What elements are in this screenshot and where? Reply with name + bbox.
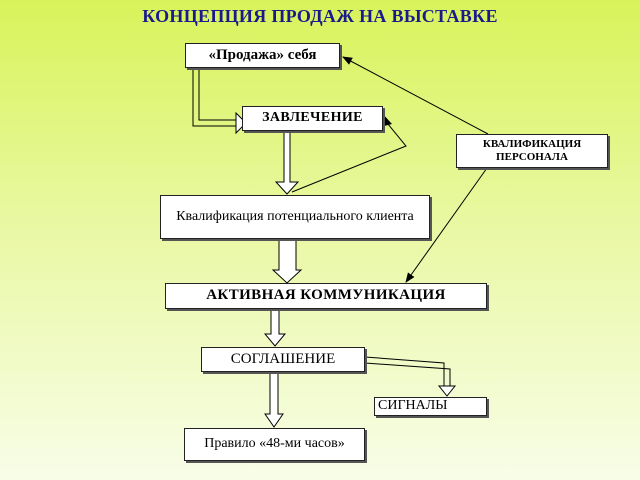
edge-agreement-to-signals-head	[437, 385, 457, 397]
diagram-title: КОНЦЕПЦИЯ ПРОДАЖ НА ВЫСТАВКЕ	[142, 6, 498, 26]
node-client-qualification: Квалификация потенциального клиента	[160, 195, 430, 239]
edge-agreement-to-rule	[264, 371, 284, 428]
node-agreement: СОГЛАШЕНИЕ	[201, 347, 365, 372]
edge-self-to-attraction	[192, 68, 240, 127]
node-signals: СИГНАЛЫ	[374, 397, 487, 416]
edge-self-to-attraction-head	[235, 111, 247, 135]
edge-staff-to-self	[342, 56, 489, 135]
edge-active-to-agreement	[263, 308, 287, 347]
node-staff-qualification: КВАЛИФИКАЦИЯ ПЕРСОНАЛА	[456, 134, 608, 168]
node-active-communication: АКТИВНАЯ КОММУНИКАЦИЯ	[165, 283, 487, 309]
node-attraction: ЗАВЛЕЧЕНИЕ	[242, 106, 383, 131]
edge-attraction-loop-head	[381, 112, 392, 126]
edge-attraction-loop	[291, 117, 407, 193]
edge-qualification-to-active	[271, 238, 303, 284]
node-self-sell: «Продажа» себя	[185, 43, 340, 68]
edge-agreement-to-signals	[364, 356, 445, 388]
node-rule-48: Правило «48-ми часов»	[184, 428, 365, 461]
edge-self-to-attraction-inner	[198, 68, 240, 121]
edge-agreement-to-signals-inner	[364, 362, 451, 388]
edge-staff-to-active	[405, 167, 488, 283]
edge-attraction-to-qualification	[274, 130, 300, 195]
